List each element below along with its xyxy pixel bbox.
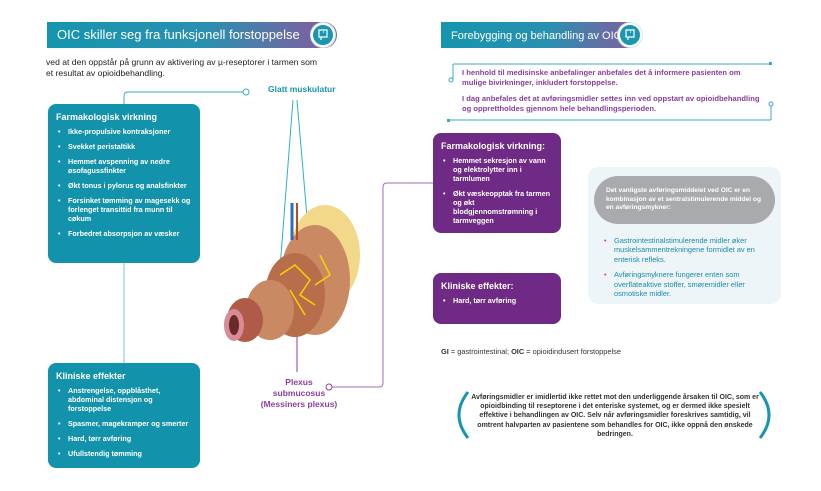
list-item: Hard, tørr avføring	[56, 434, 192, 443]
list-item: Forbedret absorpsjon av væsker	[56, 229, 192, 238]
recommendation-text: I dag anbefales det at avføringsmidler s…	[462, 94, 760, 113]
list-item: Ikke-propulsive kontraksjoner	[56, 127, 192, 136]
list-item: Økt tonus i pylorus og analsfinkter	[56, 181, 192, 190]
list-item: Økt væskeopptak fra tarmen og økt blodgj…	[441, 189, 553, 225]
list-item: Spasmer, magekramper og smerter	[56, 419, 192, 428]
laxative-pill: Det vanligste avføringsmiddelet ved OIC …	[594, 176, 775, 224]
intestine-illustration	[224, 203, 360, 342]
box-title: Kliniske effekter	[56, 371, 126, 381]
right-pharm-box: Farmakologisk virkning: Hemmet sekresjon…	[433, 133, 561, 233]
footnote-abbr: OIC	[511, 347, 525, 356]
list-item: Avføringsmyknere fungerer enten som over…	[602, 270, 773, 299]
list-item: Hemmet sekresjon av vann og elektrolytte…	[441, 156, 553, 183]
footnote-text: = opioidindusert forstoppelse	[524, 347, 621, 356]
footnote-text: = gastrointestinal;	[448, 347, 512, 356]
list-item: Anstrengelse, oppblåsthet, abdominal dis…	[56, 386, 192, 413]
box-title: Farmakologisk virkning:	[441, 141, 546, 151]
quote-text: Avføringsmidler er imidlertid ikke rette…	[471, 394, 759, 438]
box-title: Kliniske effekter:	[441, 281, 514, 291]
recommendation-text: I henhold til medisinske anbefalinger an…	[462, 68, 741, 87]
intro-text: ved at den oppstår på grunn av aktiverin…	[46, 57, 376, 79]
right-clinical-box: Kliniske effekter: Hard, tørr avføring	[433, 273, 561, 324]
banner-title: Forebygging og behandling av OIC	[451, 30, 622, 42]
smooth-muscle-label: Glatt muskulatur	[268, 84, 336, 94]
plexus-label-line: (Messiners plexus)	[260, 399, 338, 409]
left-section-banner: OIC skiller seg fra funksjonell forstopp…	[47, 22, 337, 48]
plexus-label: Plexus submucosus (Messiners plexus)	[255, 377, 343, 410]
right-section-banner: Forebygging og behandling av OIC	[441, 22, 641, 48]
list-item: Forsinket tømming av magesekk og forleng…	[56, 196, 192, 223]
left-clinical-box: Kliniske effekter Anstrengelse, oppblåst…	[48, 363, 200, 468]
list-item: Hemmet avspenning av nedre øsofagussfink…	[56, 157, 192, 175]
list-item: Hard, tørr avføring	[441, 296, 553, 305]
footnote-abbr: GI	[441, 347, 449, 356]
plexus-label-line: Plexus	[285, 377, 313, 387]
list-item: Ufullstendig tømming	[56, 449, 192, 458]
banner-title: OIC skiller seg fra funksjonell forstopp…	[57, 27, 300, 42]
list-item: Gastrointestinalstimulerende midler øker…	[602, 236, 773, 265]
intestine-icon	[618, 23, 642, 47]
left-pharm-box: Farmakologisk virkning Ikke-propulsive k…	[48, 104, 200, 263]
list-item: Svekket peristaltikk	[56, 142, 192, 151]
intestine-icon	[311, 23, 335, 47]
box-title: Farmakologisk virkning	[56, 112, 158, 122]
recommendations: I henhold til medisinske anbefalinger an…	[462, 68, 762, 120]
footnote: GI = gastrointestinal; OIC = opioidindus…	[441, 347, 621, 356]
plexus-label-line: submucosus	[272, 388, 326, 398]
intro-line: ved at den oppstår på grunn av aktiverin…	[46, 57, 318, 67]
intro-line: et resultat av opioidbehandling.	[46, 68, 165, 78]
laxative-box: Det vanligste avføringsmiddelet ved OIC …	[588, 167, 781, 304]
